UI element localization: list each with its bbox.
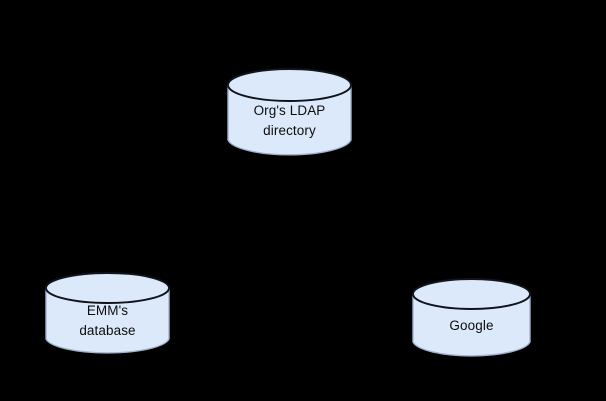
database-cylinder-icon [227, 68, 352, 156]
database-cylinder-icon [412, 278, 531, 357]
node-ldap-directory[interactable]: Org's LDAP directory [227, 68, 352, 157]
node-google[interactable]: Google [412, 278, 531, 358]
node-emm-database[interactable]: EMM's database [45, 272, 170, 355]
database-cylinder-icon [45, 272, 170, 354]
